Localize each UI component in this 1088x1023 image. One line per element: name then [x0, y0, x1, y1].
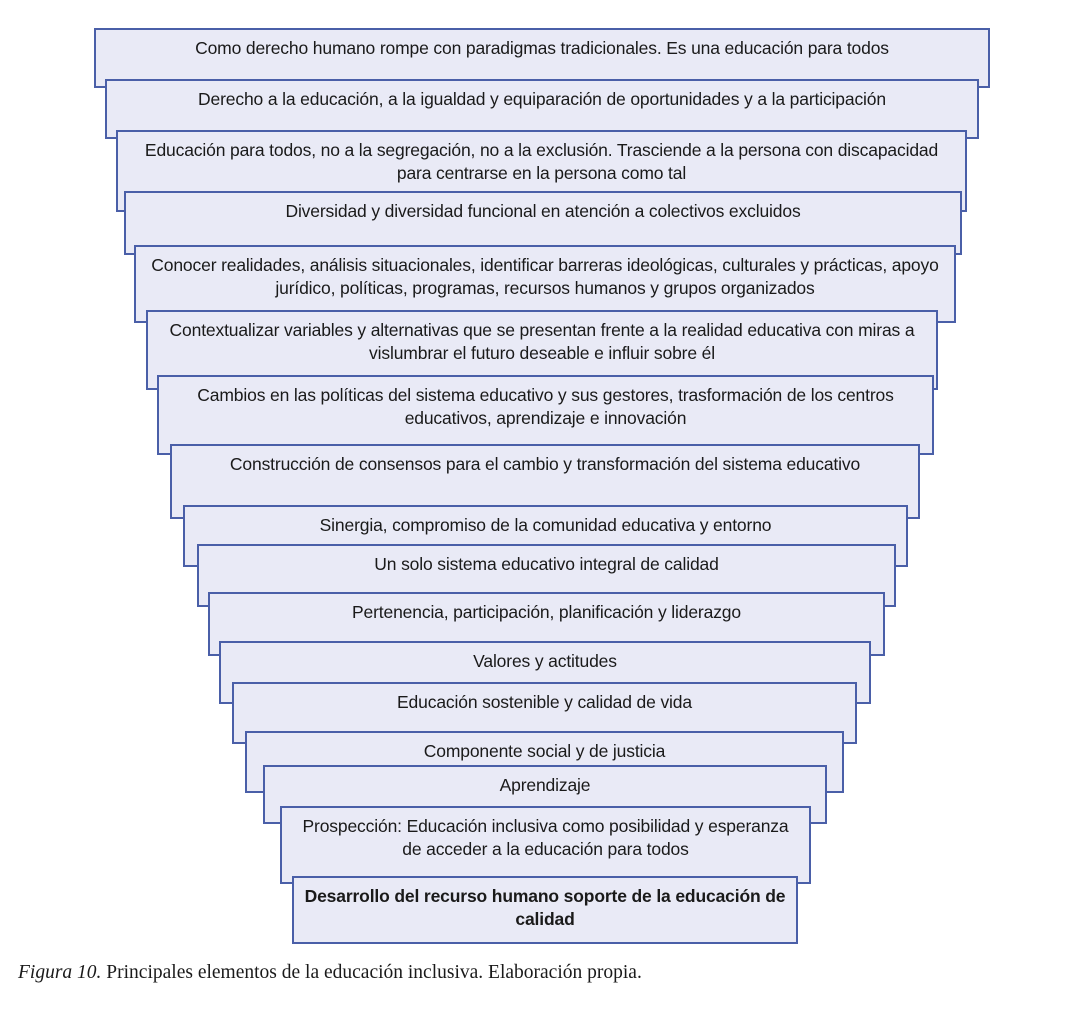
funnel-box: Cambios en las políticas del sistema edu… [157, 375, 934, 455]
figure-caption: Figura 10. Principales elementos de la e… [18, 962, 1068, 984]
funnel-box-label: Construcción de consensos para el cambio… [229, 454, 861, 474]
caption-text: Principales elementos de la educación in… [101, 962, 642, 983]
funnel-box-label: Prospección: Educación inclusiva como po… [302, 816, 789, 860]
funnel-box-label: Conocer realidades, análisis situacional… [151, 255, 939, 299]
funnel-box-label: Un solo sistema educativo integral de ca… [374, 554, 719, 574]
funnel-box-label: Cambios en las políticas del sistema edu… [197, 385, 894, 429]
funnel-box-label: Sinergia, compromiso de la comunidad edu… [319, 515, 772, 535]
caption-figure-number: Figura 10. [18, 962, 102, 983]
funnel-box-label: Valores y actitudes [473, 651, 617, 671]
funnel-box-label: Derecho a la educación, a la igualdad y … [198, 89, 886, 109]
funnel-box: Contextualizar variables y alternativas … [146, 310, 938, 390]
funnel-box-label: Pertenencia, participación, planificació… [352, 602, 741, 622]
funnel-box: Diversidad y diversidad funcional en ate… [124, 191, 962, 255]
funnel-box-label: Componente social y de justicia [423, 741, 666, 761]
funnel-box-label: Contextualizar variables y alternativas … [169, 320, 915, 364]
funnel-box: Prospección: Educación inclusiva como po… [280, 806, 811, 884]
funnel-box: Desarrollo del recurso humano soporte de… [292, 876, 798, 944]
funnel-box-label: Educación para todos, no a la segregació… [144, 140, 939, 184]
funnel-box-label: Educación sostenible y calidad de vida [397, 692, 692, 712]
funnel-box-label: Desarrollo del recurso humano soporte de… [304, 886, 786, 930]
funnel-box-label: Como derecho humano rompe con paradigmas… [195, 38, 889, 58]
funnel-box-label: Diversidad y diversidad funcional en ate… [285, 201, 801, 221]
figure-diagram: Como derecho humano rompe con paradigmas… [94, 28, 990, 944]
funnel-box-label: Aprendizaje [499, 775, 591, 795]
funnel-box: Como derecho humano rompe con paradigmas… [94, 28, 990, 88]
